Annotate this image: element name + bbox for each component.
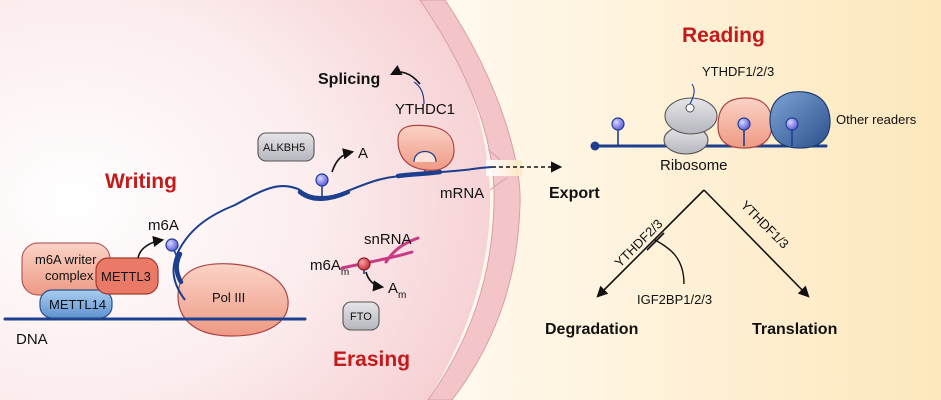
snrna-strand <box>340 236 420 270</box>
alkbh5-shape <box>257 132 315 162</box>
fto-shape <box>342 301 380 331</box>
snrna-label: snRNA <box>364 231 412 248</box>
export-label: Export <box>549 185 600 202</box>
splicing-arrow <box>389 64 421 85</box>
other-readers-label: Other readers <box>836 112 917 127</box>
dna-label: DNA <box>16 331 48 348</box>
ribosome-label: Ribosome <box>660 157 728 174</box>
reader-navy-shape <box>769 91 831 149</box>
reading-title: Reading <box>682 24 765 47</box>
am-label: Am <box>388 280 406 301</box>
ribosome-large-subunit <box>664 97 718 135</box>
writer-complex-label-line1: m6A writer <box>35 252 97 267</box>
am-base: A <box>388 280 398 297</box>
mettl14-label: METTL14 <box>49 297 106 312</box>
pore-gap <box>486 160 522 176</box>
translation-arrow <box>703 189 810 298</box>
m6am-base: m6A <box>310 257 341 274</box>
mrna-label: mRNA <box>440 185 484 202</box>
mettl14-shape <box>39 289 113 319</box>
mettl3-label: METTL3 <box>101 269 151 284</box>
splicing-label: Splicing <box>318 71 380 88</box>
ribosome-bound-m6a <box>685 103 695 113</box>
igf2bp-inhibition-bar <box>646 232 665 251</box>
m6a-ball-4 <box>611 117 625 131</box>
pol3-label: Pol III <box>212 290 245 305</box>
fto-label: FTO <box>350 311 372 323</box>
alkbh5-to-a-arrow <box>331 148 355 173</box>
erasing-title: Erasing <box>333 348 410 371</box>
writer-complex-label-line2: complex <box>45 268 94 283</box>
m6a-ball-2 <box>315 173 329 187</box>
m6a-site-thick-1 <box>174 251 184 285</box>
m6am-ball <box>357 257 371 271</box>
m6a-site-thick-2 <box>297 189 351 201</box>
m6a-label: m6A <box>148 217 179 234</box>
translation-label: Translation <box>752 321 837 338</box>
m6a-ball-6 <box>785 117 799 131</box>
m6a-ball-5 <box>737 117 751 131</box>
m6a-stem-1 <box>173 249 180 263</box>
degradation-arrow <box>596 189 705 298</box>
alkbh5-label: ALKBH5 <box>263 142 305 154</box>
degradation-label: Degradation <box>545 321 638 338</box>
nascent-rna <box>172 185 301 301</box>
writing-title: Writing <box>105 170 177 193</box>
m6am-subscript: m <box>341 267 349 278</box>
ythdc1-label: YTHDC1 <box>395 101 455 118</box>
m6am-label: m6Am <box>310 257 349 278</box>
igf2bp-label: IGF2BP1/2/3 <box>637 292 712 307</box>
m6a-site-thick-3 <box>395 169 443 179</box>
ythdc1-pocket <box>413 150 437 163</box>
mettl3-shape <box>95 257 159 295</box>
ythdc1-tail <box>413 81 425 105</box>
igf2bp-inhibition-line <box>654 239 685 285</box>
mettl3-to-m6a-arrow <box>137 235 165 259</box>
ythdc1-shape <box>397 124 455 171</box>
ythdf-pointer <box>689 83 695 105</box>
m6a-ball-1 <box>165 238 179 252</box>
a-label: A <box>358 145 368 162</box>
am-subscript: m <box>398 290 406 301</box>
m6am-to-am-arrow <box>365 271 385 292</box>
ythdf123-label: YTHDF1/2/3 <box>702 64 774 79</box>
cyto-mrna-cap <box>590 141 600 151</box>
